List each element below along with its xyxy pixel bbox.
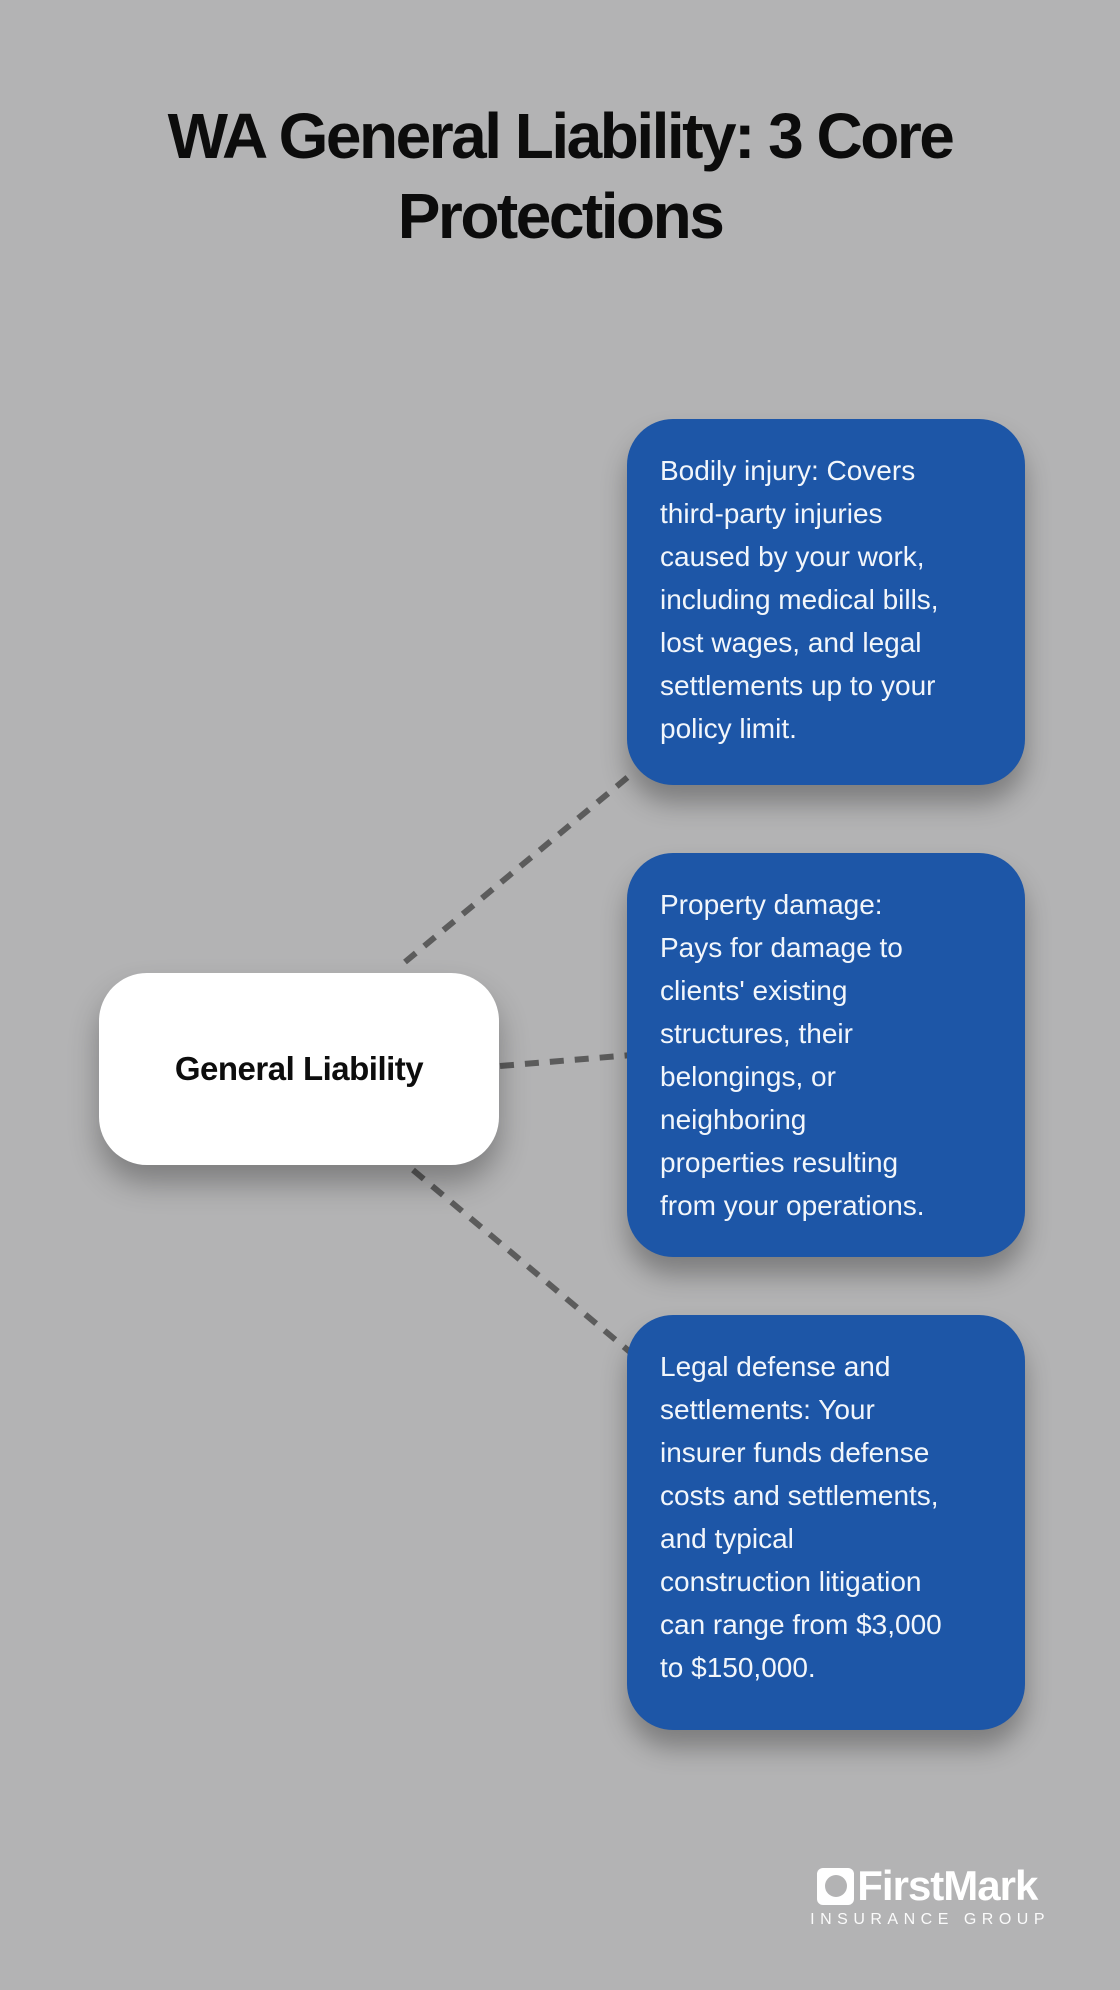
firstmark-logo: FirstMark INSURANCE GROUP: [805, 1862, 1050, 1929]
connector-line-bottom: [411, 1167, 638, 1360]
firstmark-square-circle-icon: [817, 1867, 855, 1905]
connector-line-middle: [499, 1052, 633, 1069]
connector-line-top: [403, 769, 636, 965]
root-node-label: General Liability: [174, 1050, 424, 1087]
logo-brand-text: FirstMark: [857, 1862, 1038, 1909]
logo-row: FirstMark: [817, 1862, 1038, 1910]
root-node-general-liability: General Liability: [99, 973, 499, 1165]
branch-card-bodily-injury: Bodily injury: Covers third-party injuri…: [627, 419, 1025, 785]
branch-card-property-damage: Property damage: Pays for damage to clie…: [627, 853, 1025, 1257]
branch-card-legal-defense: Legal defense and settlements: Your insu…: [627, 1315, 1025, 1730]
page-title: WA General Liability: 3 Core Protections: [167, 100, 955, 252]
logo-circle-cutout: [824, 1875, 847, 1897]
logo-tagline-text: INSURANCE GROUP: [810, 1911, 1050, 1928]
